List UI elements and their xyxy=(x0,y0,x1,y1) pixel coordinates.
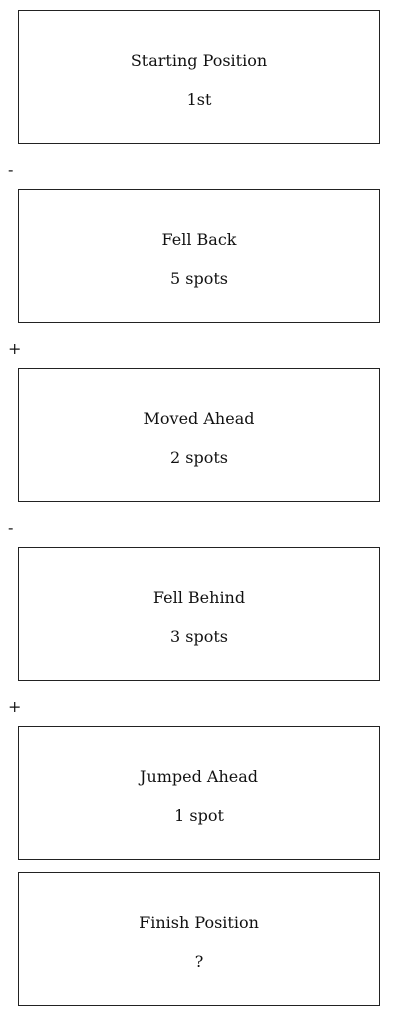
step-detail: 5 spots xyxy=(170,269,228,288)
step-box-starting-position: Starting Position 1st xyxy=(18,10,380,144)
step-box-jumped-ahead: Jumped Ahead 1 spot xyxy=(18,726,380,860)
operator-minus: - xyxy=(8,518,14,537)
operator-minus: - xyxy=(8,160,14,179)
step-detail: ? xyxy=(194,952,204,971)
step-detail: 2 spots xyxy=(170,448,228,467)
step-title: Jumped Ahead xyxy=(139,767,259,786)
operator-plus: + xyxy=(8,339,22,358)
step-detail: 1 spot xyxy=(174,806,224,825)
step-title: Starting Position xyxy=(130,51,268,70)
step-box-fell-behind: Fell Behind 3 spots xyxy=(18,547,380,681)
step-box-fell-back: Fell Back 5 spots xyxy=(18,189,380,323)
step-title: Fell Back xyxy=(161,230,237,249)
step-detail: 1st xyxy=(186,90,212,109)
operator-plus: + xyxy=(8,697,22,716)
step-title: Moved Ahead xyxy=(143,409,255,428)
step-title: Fell Behind xyxy=(152,588,246,607)
step-box-moved-ahead: Moved Ahead 2 spots xyxy=(18,368,380,502)
step-box-finish-position: Finish Position ? xyxy=(18,872,380,1006)
step-title: Finish Position xyxy=(139,913,259,932)
step-detail: 3 spots xyxy=(170,627,228,646)
